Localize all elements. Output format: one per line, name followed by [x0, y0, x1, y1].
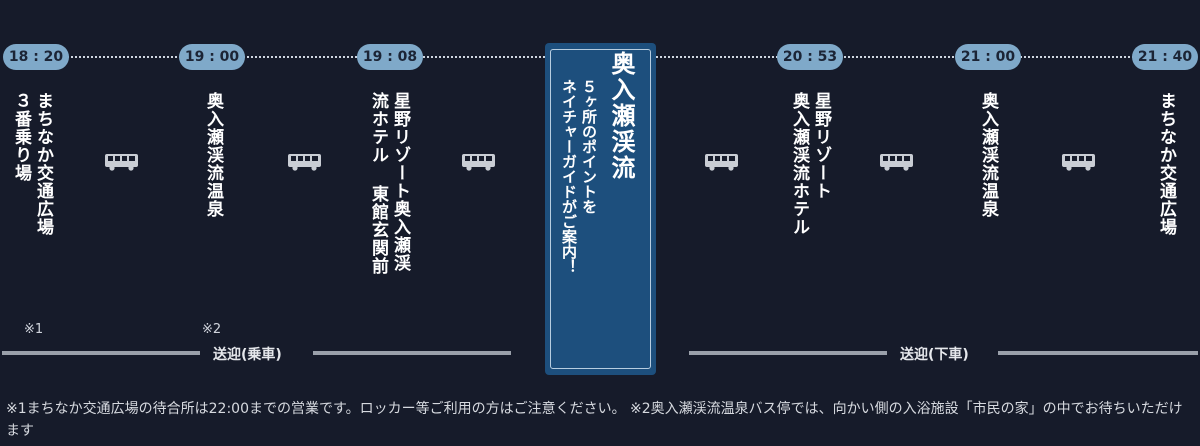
alighting-bar-right	[998, 351, 1198, 355]
time-badge-5: 21 : 00	[955, 44, 1021, 70]
stop-name-1-line-2: ３番乗り場	[11, 92, 31, 182]
stop-name-4-line-1: 星野リゾート	[811, 92, 831, 200]
stop-name-6-line-1: まちなか交通広場	[1156, 92, 1176, 236]
stop-name-3: 星野リゾート奥入瀬渓 流ホテル 東館玄関前	[367, 92, 411, 275]
bus-icon	[462, 154, 495, 171]
stop-name-1: まちなか交通広場 ３番乗り場	[10, 92, 54, 236]
feature-subtitle: ５ヶ所のポイントを ネイチャーガイドがご案内！	[559, 79, 599, 274]
stop-name-6: まちなか交通広場	[1155, 92, 1177, 236]
timeline-line-right	[656, 56, 1166, 58]
stop-name-5: 奥入瀬渓流温泉	[977, 92, 999, 218]
stop-name-2-line-1: 奥入瀬渓流温泉	[203, 92, 223, 218]
stop-name-3-line-2: 流ホテル 東館玄関前	[368, 92, 388, 275]
stop-name-3-line-1: 星野リゾート奥入瀬渓	[390, 92, 410, 272]
stop-name-1-line-1: まちなか交通広場	[33, 92, 53, 236]
boarding-bar-left	[2, 351, 200, 355]
time-badge-3: 19 : 08	[357, 44, 423, 70]
footnote: ※1まちなか交通広場の待合所は22:00までの営業です。ロッカー等ご利用の方はご…	[6, 401, 1183, 439]
stop-note-1: ※1	[24, 322, 44, 337]
stop-name-4: 星野リゾート 奥入瀬渓流ホテル	[788, 92, 832, 236]
bus-icon	[1062, 154, 1095, 171]
feature-box: 奥入瀬渓流 ５ヶ所のポイントを ネイチャーガイドがご案内！	[545, 43, 656, 375]
time-badge-4: 20 : 53	[777, 44, 843, 70]
bus-icon	[705, 154, 738, 171]
bus-icon	[880, 154, 913, 171]
stop-name-5-line-1: 奥入瀬渓流温泉	[978, 92, 998, 218]
stop-note-2: ※2	[202, 322, 222, 337]
boarding-bar-right	[313, 351, 511, 355]
feature-subtitle-line-1: ５ヶ所のポイントを	[580, 79, 598, 214]
boarding-label: 送迎(乗車)	[213, 347, 282, 363]
time-badge-6: 21 : 40	[1132, 44, 1198, 70]
feature-frame	[550, 49, 651, 369]
bus-icon	[105, 154, 138, 171]
feature-subtitle-line-2: ネイチャーガイドがご案内！	[560, 79, 578, 274]
time-badge-2: 19 : 00	[179, 44, 245, 70]
bus-icon	[288, 154, 321, 171]
feature-title: 奥入瀬渓流	[607, 51, 635, 181]
stop-name-4-line-2: 奥入瀬渓流ホテル	[789, 92, 809, 236]
alighting-bar-left	[689, 351, 887, 355]
alighting-label: 送迎(下車)	[900, 347, 969, 363]
stop-name-2: 奥入瀬渓流温泉	[202, 92, 224, 218]
timeline-line-left	[40, 56, 545, 58]
time-badge-1: 18 : 20	[3, 44, 69, 70]
